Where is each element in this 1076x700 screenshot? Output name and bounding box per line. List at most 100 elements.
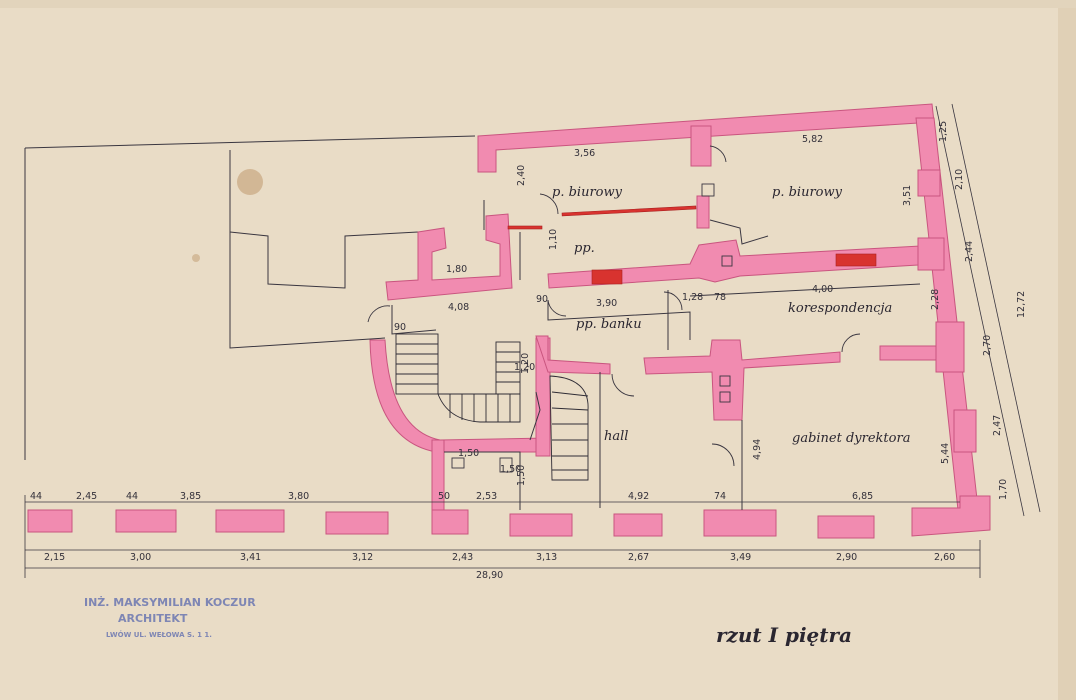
dim-director-depth: 4,94: [752, 439, 763, 460]
dim-bank-row: 1,28: [682, 292, 703, 303]
dim-office-width: 5,82: [802, 134, 823, 145]
room-label-bank-anteroom: pp. banku: [576, 317, 642, 332]
dim-bottom: 2,67: [628, 552, 649, 563]
chimney: [719, 391, 731, 403]
dim-pier: 44: [30, 491, 42, 502]
dim-overall-depth: 12,72: [1016, 291, 1027, 318]
dim-bottom: 3,41: [240, 552, 261, 563]
wall-east-pier-2: [917, 169, 941, 197]
wall-director-north: [643, 339, 841, 421]
wall-north: [477, 103, 935, 173]
wall-east-pier: [917, 237, 945, 271]
dim-bottom: 2,60: [934, 552, 955, 563]
paper-edge-right: [1058, 0, 1076, 700]
dim-right-depth: 1,70: [998, 479, 1009, 500]
wall-partition-offices: [690, 125, 712, 167]
wall-south-pier: [325, 511, 389, 535]
chimney: [721, 255, 733, 267]
room-label-anteroom: pp.: [574, 241, 595, 256]
chimney: [701, 183, 715, 197]
wall-east-pier-3: [953, 409, 977, 453]
stamp-line-2: ARCHITEKT: [118, 612, 188, 625]
dim-wc: 1,50: [458, 448, 479, 459]
wall-south-pier: [27, 509, 73, 533]
dim-stair: 1,20: [520, 353, 531, 374]
dim-top: 2,45: [76, 491, 97, 502]
dim-right-depth: 2,70: [982, 335, 993, 356]
wall-south-pier: [115, 509, 177, 533]
new-wall-insert: [591, 269, 623, 285]
door-swing: [539, 193, 559, 215]
dim-wc: 1,50: [500, 464, 521, 475]
dim-stair: 90: [394, 322, 406, 333]
dim-bottom: 3,12: [352, 552, 373, 563]
architect-stamp: INŻ. MAKSYMILIAN KOCZUR ARCHITEKT LWÓW U…: [84, 595, 256, 639]
wall-stair-block: [385, 213, 513, 301]
room-label-hall: hall: [604, 429, 628, 444]
wall-hall-pier: [535, 335, 611, 375]
dim-top: 3,85: [180, 491, 201, 502]
door-swing: [367, 305, 391, 323]
new-partition: [561, 205, 697, 217]
dim-top: 3,80: [288, 491, 309, 502]
dim-office-left-depth: 2,40: [516, 165, 527, 186]
room-label-office-right: p. biurowy: [772, 185, 843, 200]
stair-flight-2: [495, 341, 521, 395]
wall-east-bay-pier: [935, 321, 965, 373]
dim-bottom: 3,00: [130, 552, 151, 563]
room-label-office-left: p. biurowy: [552, 185, 623, 200]
wall-south-pier: [817, 515, 875, 539]
new-wall-insert: [835, 253, 877, 267]
dim-top: 2,53: [476, 491, 497, 502]
door-swing: [841, 333, 861, 353]
wc-fixture: [499, 457, 513, 473]
door-swing: [547, 299, 567, 317]
walls: [27, 103, 991, 539]
paper-edge-top: [0, 0, 1076, 8]
dim-small-room: 1,80: [446, 264, 467, 275]
dim-bank-row: 3,90: [596, 298, 617, 309]
wall-partition-offices-lower: [696, 195, 710, 229]
dim-bottom: 2,90: [836, 552, 857, 563]
dim-anteroom-width: 1,10: [548, 229, 559, 250]
dim-right-depth: 2,47: [992, 415, 1003, 436]
stamp-line-3: LWÓW UL. WEŁOWA S. 1 1.: [106, 630, 212, 639]
door-swing: [611, 373, 635, 397]
dim-bottom: 3,49: [730, 552, 751, 563]
interior-lines: [391, 200, 921, 510]
dim-pier: 74: [714, 491, 726, 502]
dim-top: 6,85: [852, 491, 873, 502]
dim-right-depth: 2,10: [954, 169, 965, 190]
dim-bath: 1,20: [514, 362, 535, 373]
dim-right-depth: 2,28: [930, 289, 941, 310]
dim-stair: 1,50: [516, 465, 527, 486]
dim-director-depth-right: 5,44: [940, 443, 951, 464]
dim-office-right-depth: 3,51: [902, 185, 913, 206]
dim-right-depth: 1,25: [938, 121, 949, 142]
dim-pier: 50: [438, 491, 450, 502]
dim-right-depth: 2,44: [964, 241, 975, 262]
dim-total-width: 28,90: [476, 570, 503, 581]
dim-pier: 44: [126, 491, 138, 502]
wall-south-pier: [613, 513, 663, 537]
dim-top: 4,92: [628, 491, 649, 502]
dim-office-width: 3,56: [574, 148, 595, 159]
room-label-correspondence: korespondencja: [788, 301, 892, 316]
dim-bottom: 2,15: [44, 552, 65, 563]
staircase: [395, 333, 589, 481]
chimney: [719, 375, 731, 387]
door-swing: [709, 145, 727, 163]
stamp-line-1: INŻ. MAKSYMILIAN KOCZUR: [84, 595, 256, 609]
wall-south-corner: [911, 495, 991, 537]
new-walls: [507, 205, 877, 285]
wall-south-pier: [215, 509, 285, 533]
wall-south-pier: [431, 509, 469, 535]
stain: [192, 254, 200, 262]
room-label-director-office: gabinet dyrektora: [792, 431, 910, 446]
door-swing: [711, 443, 735, 467]
dim-bottom: 3,13: [536, 552, 557, 563]
new-wall-thin: [507, 225, 543, 230]
drawing-title: rzut I piętra: [716, 623, 852, 647]
stair-curved: [549, 375, 589, 481]
